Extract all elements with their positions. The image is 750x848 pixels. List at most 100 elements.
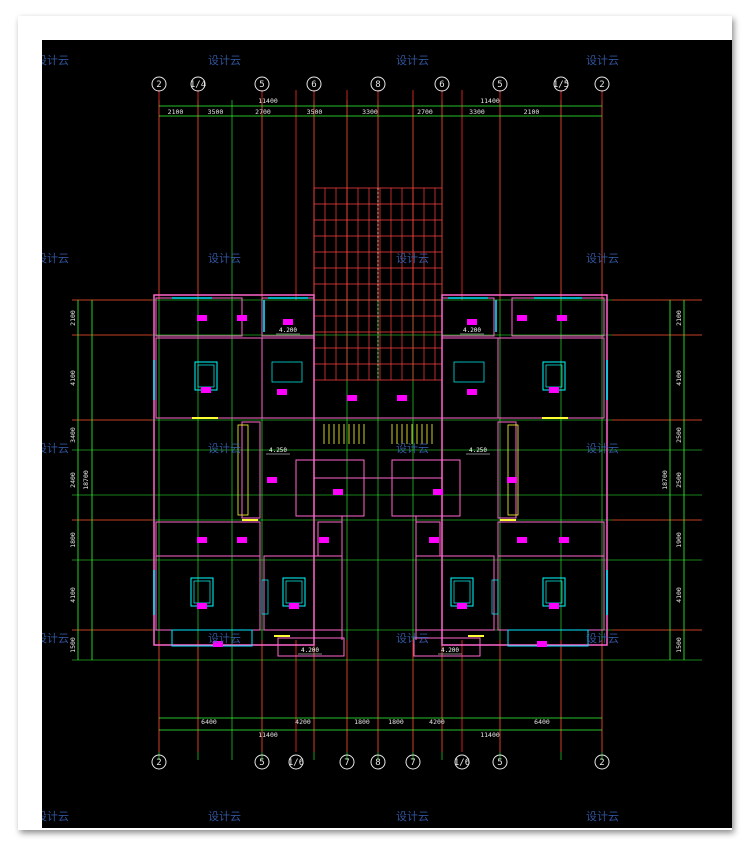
watermark-text: 设计云 xyxy=(208,632,241,645)
room-tag xyxy=(319,537,329,543)
axis-label-bottom: 5 xyxy=(497,758,502,768)
dim-right-value: 4100 xyxy=(675,370,683,386)
wardrobe-icon xyxy=(491,579,499,615)
axis-bubble-top xyxy=(434,76,450,92)
room-tag xyxy=(429,537,439,543)
room-tag xyxy=(559,537,569,543)
dim-left-value: 1500 xyxy=(69,637,77,653)
axis-bubble-top xyxy=(151,76,167,92)
dim-top-total: 11400 xyxy=(480,97,500,105)
corridor-left xyxy=(241,421,261,519)
room-tag xyxy=(267,477,277,483)
axis-label-bottom: 7 xyxy=(410,758,415,768)
watermark-text: 设计云 xyxy=(396,252,429,265)
balcony-bottom-center-left xyxy=(277,637,345,657)
axis-bubble-bottom xyxy=(594,754,610,770)
dim-top-value: 3300 xyxy=(362,108,378,116)
axis-label-top: 6 xyxy=(311,80,316,90)
room-tag xyxy=(549,603,559,609)
room-tag xyxy=(237,315,247,321)
watermark-text: 设计云 xyxy=(396,810,429,823)
elevation-label: 4.250 xyxy=(469,447,487,454)
room-study-right xyxy=(441,337,499,419)
axis-label-top: 1/4 xyxy=(190,80,206,90)
axis-label-bottom: 5 xyxy=(259,758,264,768)
dim-right-value: 4100 xyxy=(675,587,683,603)
axis-bubble-bottom xyxy=(405,754,421,770)
axis-bubble-bottom xyxy=(288,754,304,770)
wardrobe-icon xyxy=(261,579,269,615)
elevation-label: 4.200 xyxy=(441,647,459,654)
dim-left-total: 18700 xyxy=(82,470,90,490)
dim-bottom-value: 1800 xyxy=(354,718,370,726)
axis-bubble-top xyxy=(594,76,610,92)
watermark-text: 设计云 xyxy=(208,54,241,67)
room-tag xyxy=(289,603,299,609)
axis-label-bottom: 1/6 xyxy=(454,758,470,768)
watermark-text: 设计云 xyxy=(208,252,241,265)
axis-label-top: 6 xyxy=(439,80,444,90)
axis-bubble-top xyxy=(190,76,206,92)
desk-icon xyxy=(453,361,485,383)
dim-right-total: 18700 xyxy=(661,470,669,490)
room-tag xyxy=(397,395,407,401)
axis-bubble-top xyxy=(370,76,386,92)
room-tag xyxy=(333,489,343,495)
watermark-text: 设计云 xyxy=(586,252,619,265)
dim-top-value: 2700 xyxy=(417,108,433,116)
drawing-background xyxy=(42,40,732,828)
room-tag xyxy=(283,319,293,325)
dim-right-value: 2500 xyxy=(675,427,683,443)
watermark-text: 设计云 xyxy=(208,442,241,455)
watermark-text: 设计云 xyxy=(396,54,429,67)
watermarks: 设计云设计云设计云设计云设计云设计云设计云设计云设计云设计云设计云设计云设计云设… xyxy=(42,54,619,823)
axis-label-top: 5 xyxy=(259,80,264,90)
watermark-text: 设计云 xyxy=(586,632,619,645)
dim-top-value: 2100 xyxy=(524,108,540,116)
dim-top-value: 3500 xyxy=(208,108,224,116)
dim-bottom-total: 11400 xyxy=(480,731,500,739)
room-tag xyxy=(201,387,211,393)
dim-top-value: 2700 xyxy=(255,108,271,116)
room-tag xyxy=(467,389,477,395)
axis-bubble-bottom xyxy=(454,754,470,770)
room-tag xyxy=(277,389,287,395)
dim-left-value: 4100 xyxy=(69,587,77,603)
dim-left-value: 1800 xyxy=(69,532,77,548)
balcony-bottom-right xyxy=(507,629,589,647)
dim-top-value: 3300 xyxy=(469,108,485,116)
axis-label-bottom: 8 xyxy=(375,758,380,768)
watermark-text: 设计云 xyxy=(586,442,619,455)
room-tag xyxy=(197,315,207,321)
dim-bottom-total: 11400 xyxy=(258,731,278,739)
watermark-text: 设计云 xyxy=(42,810,69,823)
axis-bubble-bottom xyxy=(492,754,508,770)
room-tag xyxy=(507,477,517,483)
room-tag xyxy=(549,387,559,393)
room-tag xyxy=(467,319,477,325)
watermark-text: 设计云 xyxy=(42,442,69,455)
elevation-label: 4.200 xyxy=(301,647,319,654)
dim-right-value: 2100 xyxy=(675,310,683,326)
elevation-label: 4.200 xyxy=(279,327,297,334)
axis-bubble-top xyxy=(306,76,322,92)
balcony-bottom-center-right xyxy=(413,637,481,657)
watermark-text: 设计云 xyxy=(208,810,241,823)
axis-bubble-bottom xyxy=(254,754,270,770)
balcony-bottom-left xyxy=(171,629,253,647)
axis-label-bottom: 1/6 xyxy=(288,758,304,768)
dim-right-value: 1900 xyxy=(675,532,683,548)
corridor-right xyxy=(497,421,517,519)
room-tag xyxy=(517,315,527,321)
pergola-grid xyxy=(313,187,442,381)
dim-bottom-value: 4200 xyxy=(295,718,311,726)
room-tag xyxy=(457,603,467,609)
elevation-label: 4.200 xyxy=(463,327,481,334)
room-tag xyxy=(237,537,247,543)
desk-icon xyxy=(271,361,303,383)
axis-bubble-bottom xyxy=(151,754,167,770)
dim-right-value: 2500 xyxy=(675,472,683,488)
watermark-text: 设计云 xyxy=(586,810,619,823)
